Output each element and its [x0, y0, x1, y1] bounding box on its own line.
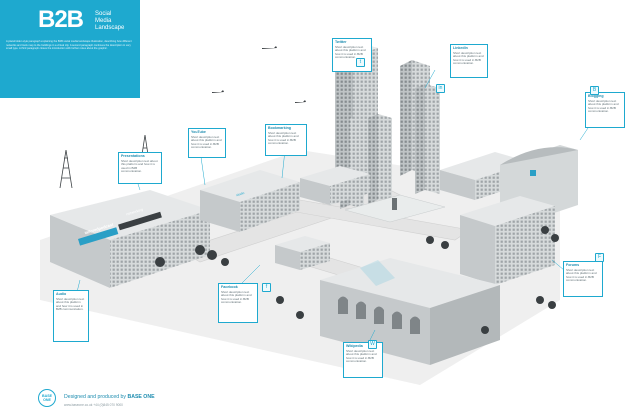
footer-brand: BASE ONE — [127, 394, 155, 400]
callout-title: Audio — [56, 292, 67, 296]
callout-body: Short description text about this platfo… — [588, 98, 619, 114]
callout-title: YouTube — [191, 130, 206, 134]
callout-body: Short description text about this platfo… — [346, 348, 377, 364]
central-square — [344, 194, 446, 223]
intro-text: A placeholder-style paragraph explaining… — [6, 40, 132, 51]
linkedin-icon: in — [436, 84, 445, 93]
callout-wikipedia: Wikipedia Short description text about t… — [343, 342, 383, 378]
callout-bookmarking: Bookmarking Short description text about… — [265, 124, 307, 156]
callout-title: LinkedIn — [453, 46, 468, 50]
callout-body: Short description text about this platfo… — [191, 134, 222, 150]
subtitle-line: Social — [95, 11, 112, 17]
callout-presentations: Presentations Short description text abo… — [118, 152, 162, 184]
twitter-icon: t — [356, 58, 365, 67]
callout-twitter: Twitter Short description text about thi… — [332, 38, 372, 72]
subtitle-line: Media — [95, 18, 112, 24]
callout-audio: Audio Short description text about this … — [53, 290, 89, 342]
callout-linkedin: LinkedIn Short description text about th… — [450, 44, 488, 78]
callout-title: Twitter — [335, 40, 347, 44]
forum-icon: F — [595, 253, 604, 262]
right-buildings — [440, 145, 578, 285]
callout-blogging: Blogging Short description text about th… — [585, 92, 625, 128]
subtitle-line: Landscape — [95, 25, 125, 31]
callout-body: Short description text about this platfo… — [56, 296, 85, 312]
callout-body: Short description text about this platfo… — [453, 50, 484, 66]
callout-title: Blogging — [588, 94, 604, 98]
facebook-icon: f — [262, 283, 271, 292]
callout-title: Presentations — [121, 154, 145, 158]
footer-web: www.baseone.co.uk +44 (0)845 070 9000 — [64, 403, 123, 407]
callout-body: Short description text about this platfo… — [268, 130, 299, 146]
title-panel: B2B Social Media Landscape A placeholder… — [0, 0, 140, 98]
title-main: B2B — [38, 6, 84, 33]
callout-body: Short description text about this platfo… — [221, 289, 252, 305]
wikipedia-building — [320, 258, 500, 365]
trees — [155, 226, 559, 334]
callout-youtube: YouTube Short description text about thi… — [188, 128, 226, 158]
bookmarking-building — [300, 166, 370, 205]
podcast-building — [50, 190, 210, 288]
base-one-logo: BASE ONE — [38, 389, 56, 407]
callout-title: Forums — [566, 263, 580, 267]
blog-icon: B — [590, 86, 599, 95]
callout-title: Bookmarking — [268, 126, 291, 130]
footer-credit: Designed and produced by BASE ONE — [64, 394, 155, 400]
facebook-building — [275, 236, 330, 270]
footer-prefix: Designed and produced by — [64, 394, 128, 400]
callout-title: Facebook — [221, 285, 238, 289]
callout-facebook: Facebook Short description text about th… — [218, 283, 258, 323]
callout-forums: Forums Short description text about this… — [563, 261, 603, 297]
callout-body: Short description text about this platfo… — [566, 267, 597, 283]
youtube-building — [200, 170, 300, 232]
wikipedia-icon: W — [368, 340, 377, 349]
callout-body: Short description text about this platfo… — [121, 158, 158, 174]
planes — [212, 46, 306, 103]
title-subtitle: Social Media Landscape — [95, 11, 124, 32]
callout-title: Wikipedia — [346, 344, 363, 348]
callout-body: Short description text about this platfo… — [335, 44, 366, 60]
